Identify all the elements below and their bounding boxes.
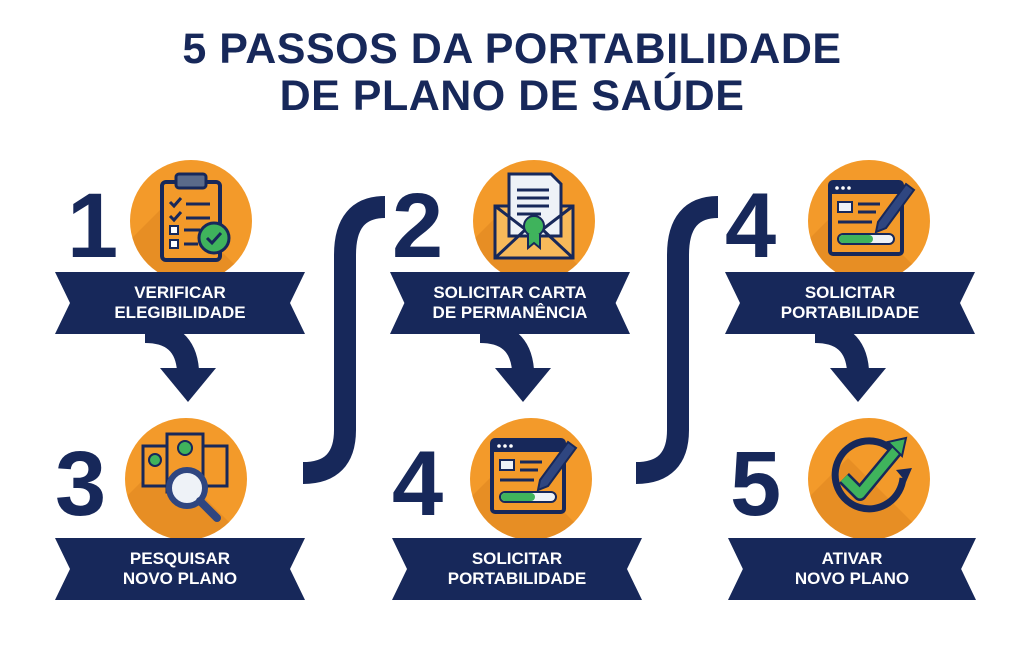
step-4-top: 4 SOLICITAR PORTABILIDADE bbox=[725, 160, 1005, 400]
step-label-line-1: PESQUISAR bbox=[129, 549, 231, 568]
step-4-bottom: 4 SOLICITAR PORTABILIDADE bbox=[392, 418, 672, 658]
connector-1-3 bbox=[302, 196, 386, 484]
step-icon-circle bbox=[808, 160, 930, 282]
step-icon-circle bbox=[470, 418, 592, 540]
step-2: 2 SOLICITAR CARTA DE PERMANÊNCIA bbox=[390, 160, 670, 400]
step-icon-circle bbox=[473, 160, 595, 282]
step-label-line-1: SOLICITAR CARTA bbox=[433, 283, 587, 302]
envelope-certificate-icon bbox=[493, 172, 575, 260]
title-line-2: DE PLANO DE SAÚDE bbox=[279, 72, 745, 120]
title-line-1: 5 PASSOS DA PORTABILIDADE bbox=[182, 25, 842, 73]
connector-2-4 bbox=[635, 196, 719, 484]
form-pen-icon bbox=[490, 438, 578, 514]
arrow-down-icon bbox=[144, 330, 216, 402]
step-label-ribbon: SOLICITAR PORTABILIDADE bbox=[392, 538, 642, 600]
step-label-ribbon: SOLICITAR PORTABILIDADE bbox=[725, 272, 975, 334]
step-label-line-2: NOVO PLANO bbox=[122, 569, 238, 588]
page-title: 5 PASSOS DA PORTABILIDADE DE PLANO DE SA… bbox=[0, 26, 1024, 120]
step-3: 3 PESQUISAR NOVO PLANO bbox=[55, 418, 335, 658]
step-label-ribbon: VERIFICAR ELEGIBILIDADE bbox=[55, 272, 305, 334]
step-label-line-1: VERIFICAR bbox=[134, 283, 226, 302]
step-label-line-2: NOVO PLANO bbox=[794, 569, 910, 588]
refresh-check-icon bbox=[831, 436, 912, 513]
step-number: 4 bbox=[725, 175, 777, 277]
form-pen-icon bbox=[828, 180, 916, 256]
step-icon-circle bbox=[808, 418, 930, 540]
step-label-line-1: SOLICITAR bbox=[804, 283, 896, 302]
step-number: 5 bbox=[730, 433, 782, 535]
arrow-down-icon bbox=[479, 330, 551, 402]
step-number: 1 bbox=[67, 175, 119, 277]
step-icon-circle bbox=[130, 160, 252, 282]
step-label-ribbon: PESQUISAR NOVO PLANO bbox=[55, 538, 305, 600]
step-number: 4 bbox=[392, 433, 444, 535]
step-label-line-2: ELEGIBILIDADE bbox=[114, 303, 246, 322]
step-5: 5 ATIVAR NOVO PLANO bbox=[728, 418, 1008, 658]
step-label-ribbon: ATIVAR NOVO PLANO bbox=[728, 538, 976, 600]
step-label-line-2: DE PERMANÊNCIA bbox=[432, 303, 588, 322]
documents-search-icon bbox=[141, 432, 229, 522]
step-label-line-2: PORTABILIDADE bbox=[447, 569, 587, 588]
step-1: 1 VERIFICAR ELEGIBILIDADE bbox=[55, 160, 335, 400]
step-label-line-1: SOLICITAR bbox=[471, 549, 563, 568]
step-number: 3 bbox=[55, 433, 107, 535]
step-number: 2 bbox=[392, 175, 444, 277]
step-icon-circle bbox=[125, 418, 247, 540]
step-label-ribbon: SOLICITAR CARTA DE PERMANÊNCIA bbox=[390, 272, 630, 334]
step-label-line-1: ATIVAR bbox=[821, 549, 883, 568]
step-label-line-2: PORTABILIDADE bbox=[780, 303, 920, 322]
arrow-down-icon bbox=[814, 330, 886, 402]
clipboard-checklist-icon bbox=[160, 172, 231, 262]
